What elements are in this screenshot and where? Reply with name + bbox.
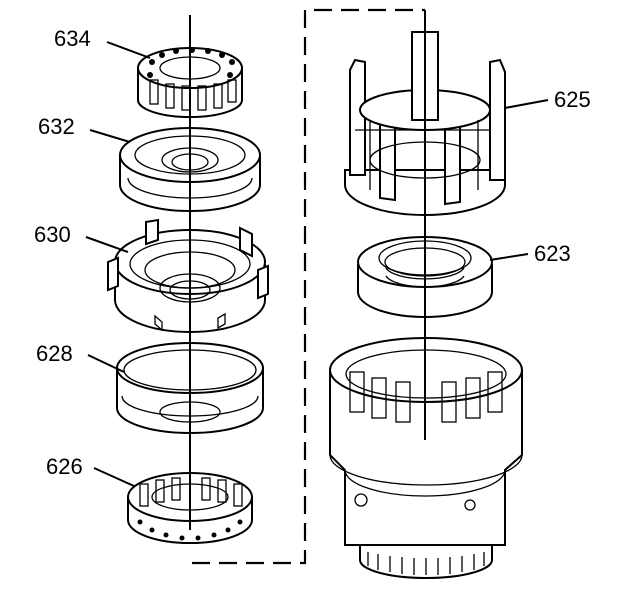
leader-line-626 bbox=[93, 467, 135, 487]
leader-line-630 bbox=[85, 236, 129, 253]
leader-line-625 bbox=[504, 99, 549, 109]
part-630-housing bbox=[107, 218, 269, 333]
callout-623: 623 bbox=[534, 241, 571, 266]
callout-625: 625 bbox=[554, 87, 591, 112]
callout-630: 630 bbox=[34, 222, 71, 247]
part-625-drum bbox=[344, 31, 506, 216]
callout-634: 634 bbox=[54, 26, 91, 51]
callout-632: 632 bbox=[38, 114, 75, 139]
leader-line-632 bbox=[89, 129, 131, 143]
callout-626: 626 bbox=[46, 454, 83, 479]
assembly-connector-dashed-line bbox=[192, 8, 425, 565]
leader-line-634 bbox=[106, 41, 151, 59]
part-lower-housing bbox=[329, 337, 523, 579]
leader-line-623 bbox=[489, 253, 529, 261]
callout-628: 628 bbox=[36, 341, 73, 366]
leader-line-628 bbox=[87, 354, 125, 373]
